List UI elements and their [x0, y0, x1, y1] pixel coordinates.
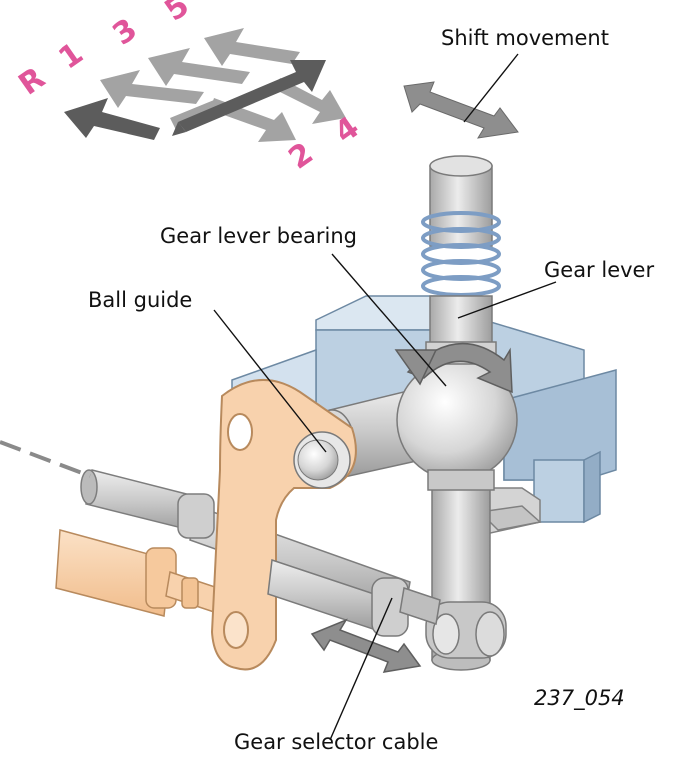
shift-movement-arrow	[403, 81, 519, 139]
gear-label-r: R	[13, 61, 52, 103]
figure-number: 237_054	[534, 686, 625, 710]
label-gear-lever-bearing: Gear lever bearing	[160, 224, 358, 248]
gear-label-1: 1	[53, 36, 90, 77]
gear-label-5: 5	[159, 0, 196, 29]
lever-spring	[421, 211, 501, 297]
label-gear-selector-cable: Gear selector cable	[234, 730, 439, 754]
cable-movement-arrow	[310, 618, 422, 673]
support-bracket	[478, 487, 542, 535]
gear-selector-cable	[55, 529, 225, 617]
shift-pattern: R 1 3 5 4 2	[13, 0, 366, 177]
gear-label-3: 3	[107, 12, 144, 53]
selector-rod-front	[267, 558, 441, 637]
label-ball-guide: Ball guide	[88, 288, 193, 312]
label-gear-lever: Gear lever	[544, 258, 655, 282]
lever-eye	[425, 601, 507, 659]
leader-lines	[213, 53, 557, 741]
gear-label-2: 2	[283, 136, 320, 177]
gear-arrow-dark	[64, 60, 326, 140]
ball-guide-lever	[210, 379, 357, 671]
gear-lever-bearing	[309, 341, 518, 491]
label-shift-movement: Shift movement	[441, 26, 609, 50]
